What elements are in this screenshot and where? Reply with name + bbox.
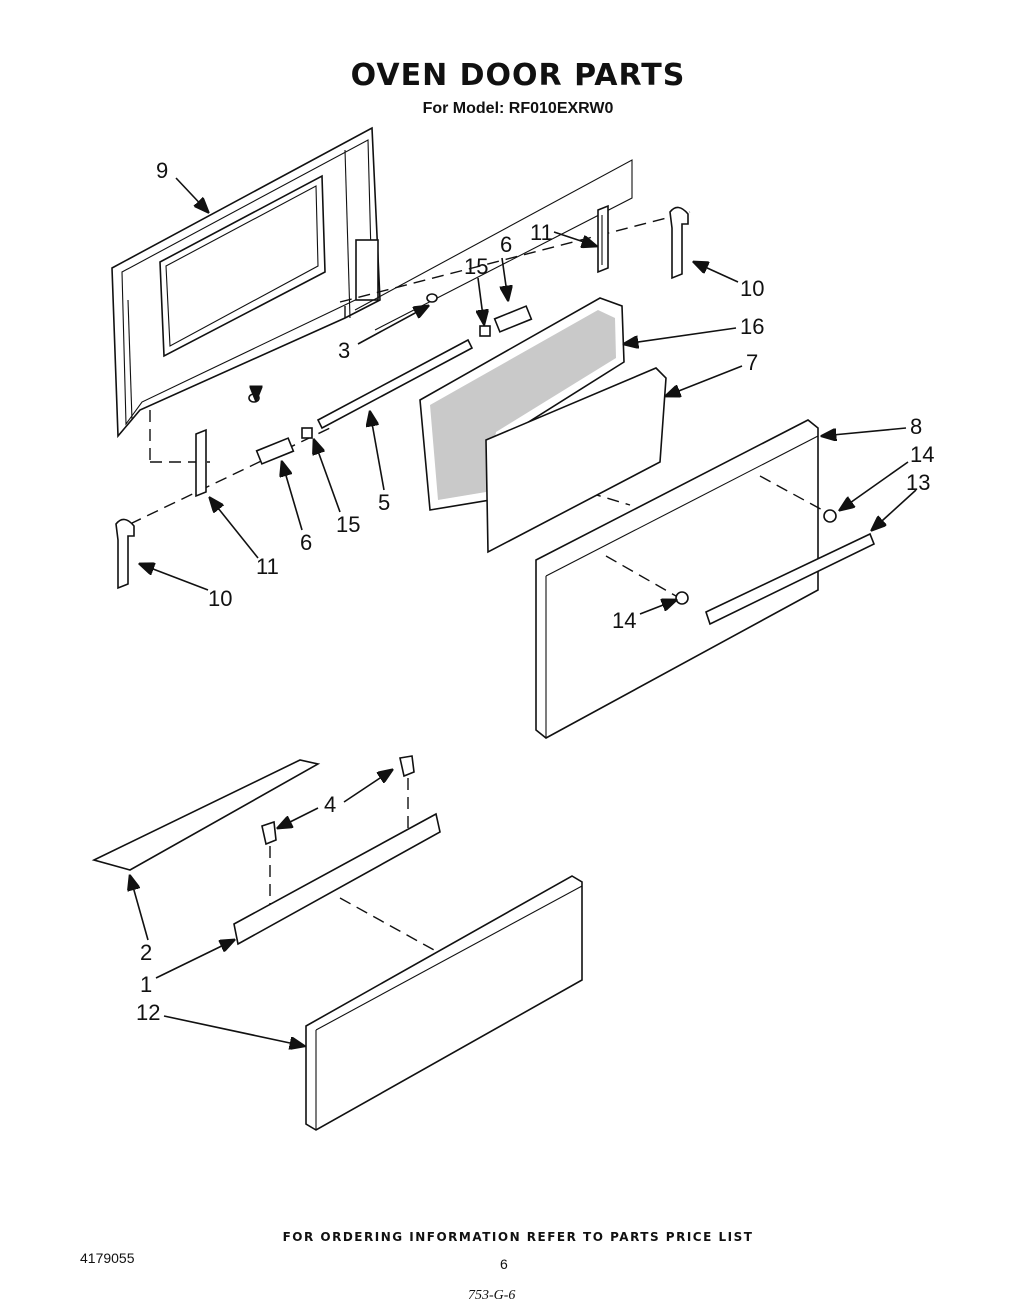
callout-1: 1 [140, 972, 152, 997]
callout-2: 2 [140, 940, 152, 965]
callout-15: 15 [336, 512, 360, 537]
callout-5: 5 [378, 490, 390, 515]
callout-3: 3 [338, 338, 350, 363]
door-liner-panel-part [485, 367, 667, 554]
insulation-part [419, 297, 625, 511]
callout-10: 10 [740, 276, 764, 301]
callout-15: 15 [464, 254, 488, 279]
callout-11: 11 [530, 220, 553, 245]
callout-8: 8 [910, 414, 922, 439]
hinge-bracket-part [597, 204, 609, 274]
door-trim-part [91, 759, 321, 871]
drawer-front-panel-part [305, 875, 583, 1131]
hinge-spring-part [255, 305, 533, 465]
outer-door-part [535, 419, 819, 739]
hinge-rod-part [316, 338, 474, 430]
ordering-info-footer: FOR ORDERING INFORMATION REFER TO PARTS … [282, 1230, 754, 1244]
callout-9: 9 [156, 158, 168, 183]
hinge-bracket-part [195, 428, 207, 498]
callout-14: 14 [910, 442, 934, 467]
model-subtitle: For Model: RF010EXRW0 [422, 100, 614, 117]
callout-6: 6 [300, 530, 312, 555]
page-title: OVEN DOOR PARTS [350, 58, 686, 93]
callout-11: 11 [256, 554, 279, 579]
callout-6: 6 [500, 232, 512, 257]
hinge-part [669, 206, 689, 280]
page-number: 6 [500, 1256, 508, 1272]
callout-10: 10 [208, 586, 232, 611]
callout-12: 12 [136, 1000, 160, 1025]
door-handle-part [605, 475, 876, 626]
callout-7: 7 [746, 350, 758, 375]
handwritten-code: 753-G-6 [468, 1288, 516, 1303]
callout-16: 16 [740, 314, 764, 339]
hinge-part [115, 518, 135, 590]
callout-14: 14 [612, 608, 636, 633]
inner-door-panel-part [111, 126, 381, 463]
support-bar-part [233, 812, 441, 951]
callout-4: 4 [324, 792, 336, 817]
document-number: 4179055 [80, 1250, 135, 1266]
clip-part [261, 755, 415, 914]
callout-13: 13 [906, 470, 930, 495]
